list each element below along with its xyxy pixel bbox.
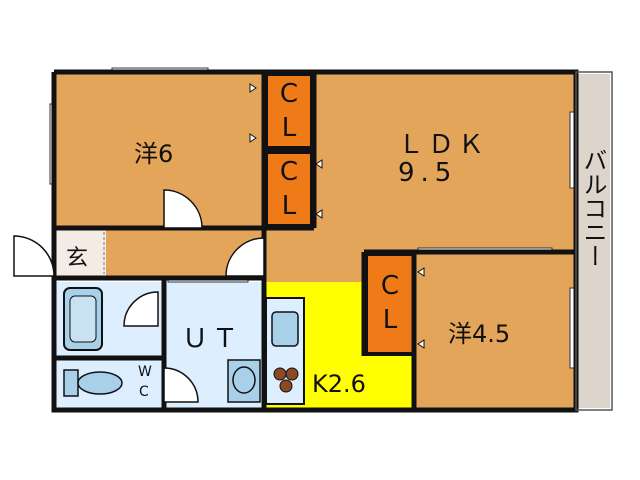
ldk-label: ＬＤＫ bbox=[398, 130, 489, 160]
closet-1-c: C bbox=[279, 79, 299, 109]
washbasin-icon bbox=[227, 359, 261, 403]
entrance-label: 玄 bbox=[66, 246, 89, 271]
balcony-outline bbox=[575, 71, 613, 411]
closet-1-l: L bbox=[281, 113, 297, 143]
western-room-6-label: 洋6 bbox=[134, 140, 174, 168]
western-room-45-label: 洋4.5 bbox=[448, 320, 511, 348]
ldk-floor bbox=[316, 74, 574, 254]
closet-2-c: C bbox=[279, 157, 299, 187]
toilet-icon bbox=[63, 369, 123, 397]
unit-bath-label: ＵＴ bbox=[182, 324, 243, 354]
wc-label-w: W bbox=[138, 364, 152, 380]
walls bbox=[51, 69, 579, 413]
balcony-floor bbox=[574, 74, 610, 408]
balcony-label: バルコニー bbox=[579, 148, 607, 268]
entrance-floor bbox=[56, 230, 106, 276]
sink-icon bbox=[271, 311, 299, 347]
kitchen-label: K2.6 bbox=[312, 370, 366, 398]
wc-label-c: C bbox=[139, 384, 149, 400]
western-room-45-floor bbox=[414, 254, 574, 408]
ldk-size-label: 9.5 bbox=[398, 158, 458, 188]
door-swing-icon bbox=[13, 189, 265, 403]
closet-2-l: L bbox=[281, 191, 297, 221]
closet-3-l: L bbox=[382, 305, 398, 335]
western-room-6-floor bbox=[56, 74, 264, 226]
ldk-lower-floor bbox=[264, 226, 364, 282]
stove-icon bbox=[273, 367, 299, 393]
closet-3-c: C bbox=[380, 271, 400, 301]
